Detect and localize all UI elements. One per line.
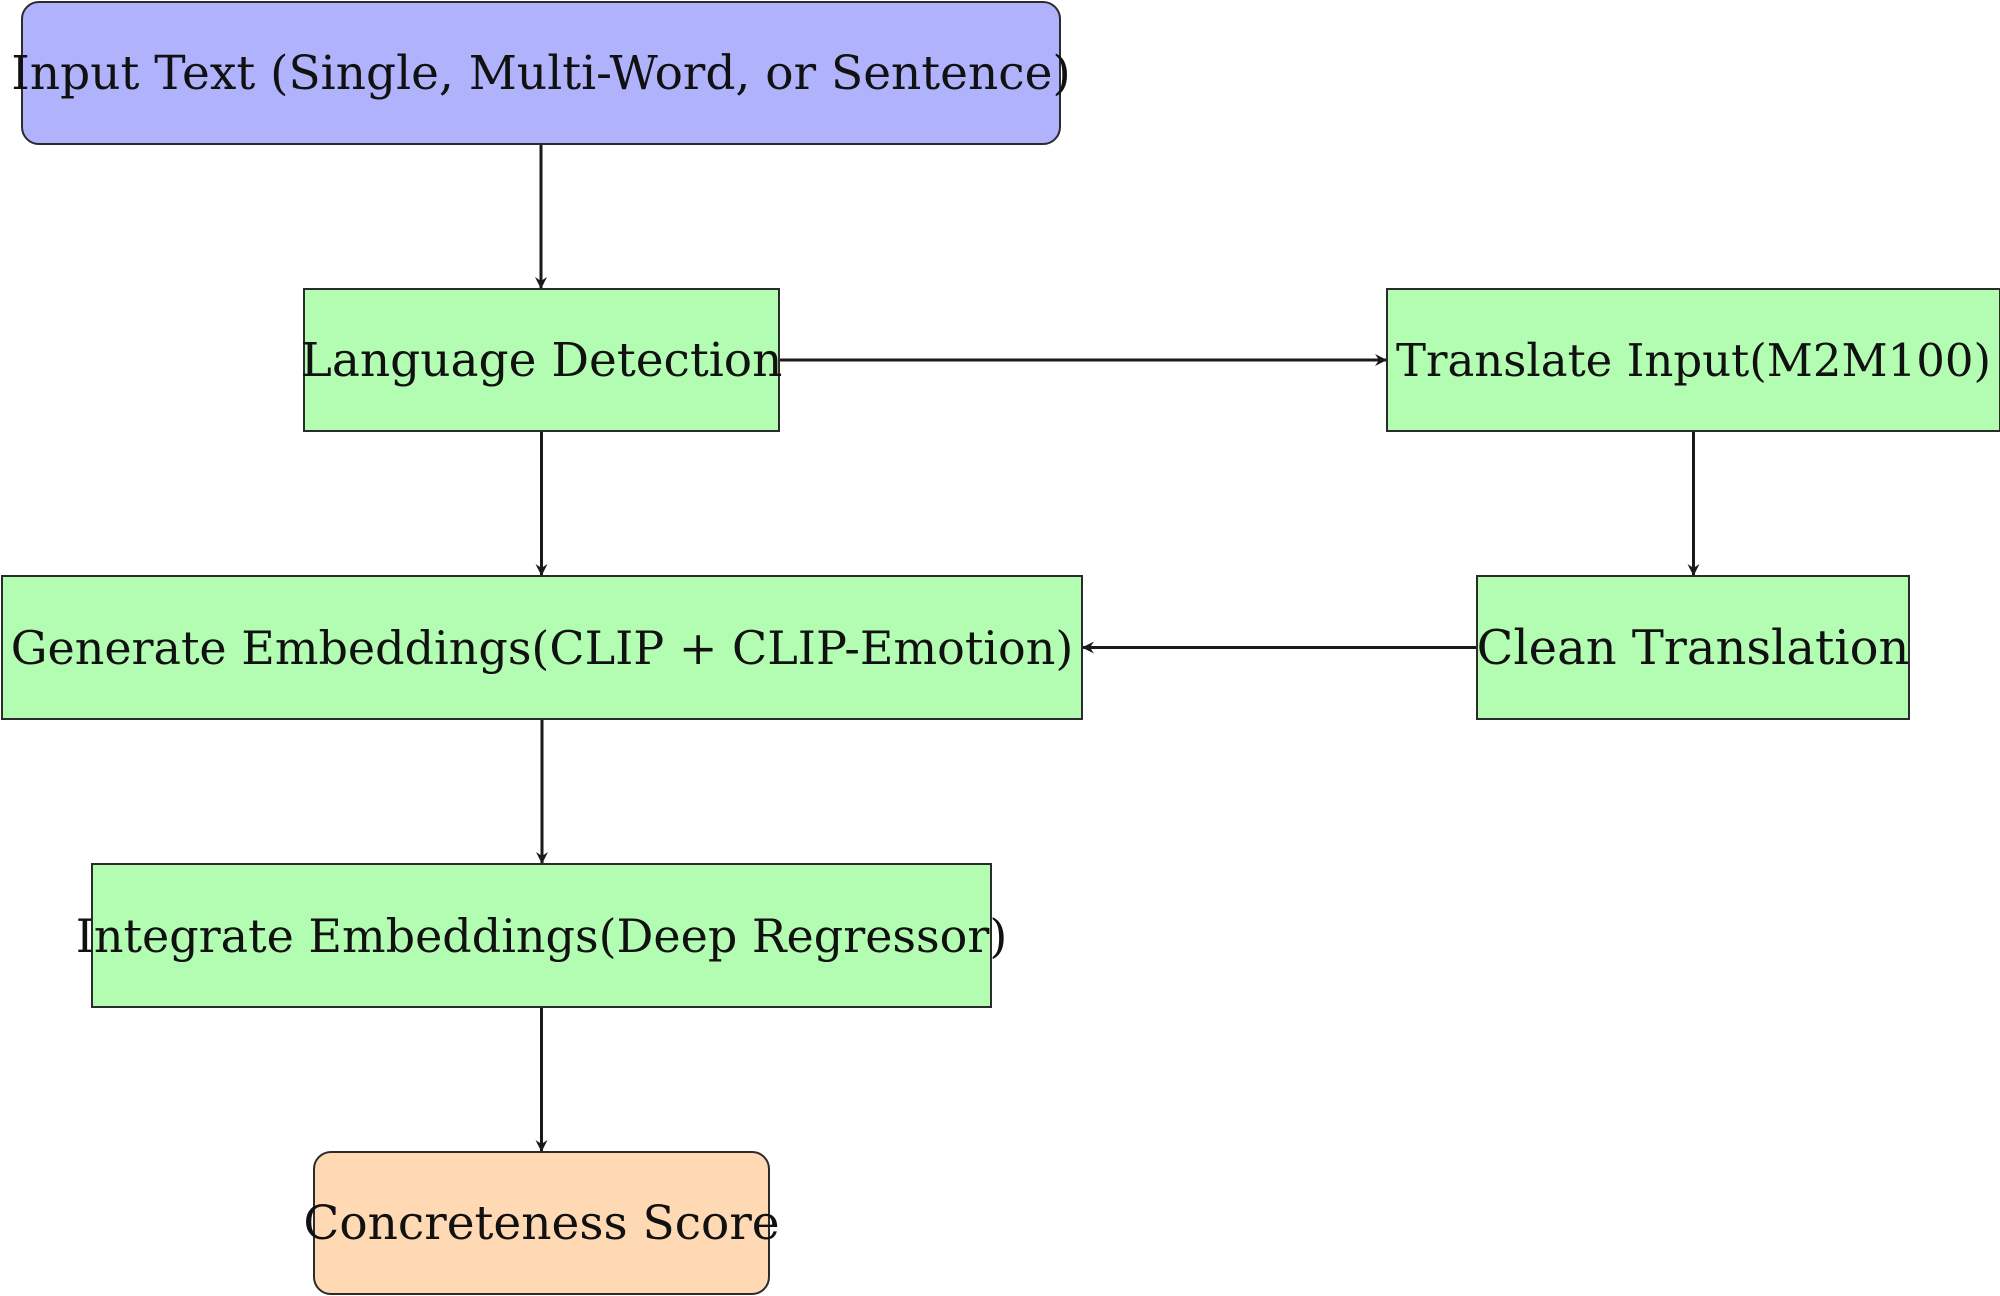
node-concreteness-score: Concreteness Score xyxy=(303,1151,780,1295)
node-concreteness-score-label: Concreteness Score xyxy=(303,1195,780,1251)
node-generate-embeddings: Generate Embeddings(CLIP + CLIP-Emotion) xyxy=(1,575,1083,720)
node-input-text-label: Input Text (Single, Multi-Word, or Sente… xyxy=(11,45,1071,101)
node-integrate-embeddings: Integrate Embeddings(Deep Regressor) xyxy=(76,863,1007,1008)
node-translate-input: Translate Input(M2M100) xyxy=(1386,288,2000,432)
node-translate-input-label: Translate Input(M2M100) xyxy=(1395,333,1992,387)
node-generate-embeddings-label: Generate Embeddings(CLIP + CLIP-Emotion) xyxy=(10,620,1074,675)
node-clean-translation-label: Clean Translation xyxy=(1476,619,1910,676)
node-integrate-embeddings-label: Integrate Embeddings(Deep Regressor) xyxy=(75,908,1008,963)
node-input-text: Input Text (Single, Multi-Word, or Sente… xyxy=(11,1,1071,145)
node-clean-translation: Clean Translation xyxy=(1476,575,1910,720)
node-language-detection-label: Language Detection xyxy=(300,332,783,388)
node-language-detection: Language Detection xyxy=(300,288,783,432)
